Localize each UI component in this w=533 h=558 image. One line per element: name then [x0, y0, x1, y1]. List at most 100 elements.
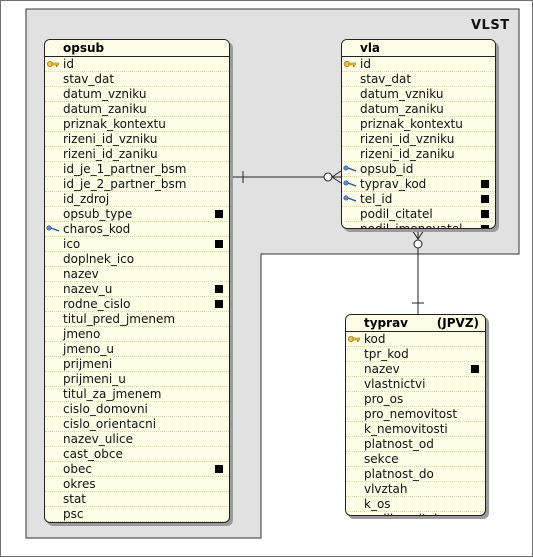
- column-name: opsub_type: [63, 207, 133, 221]
- column-row[interactable]: cast_obce: [45, 447, 229, 462]
- column-row[interactable]: id_je_1_partner_bsm: [45, 162, 229, 177]
- optional-marker: [323, 172, 333, 182]
- column-row[interactable]: platnost_od: [346, 437, 485, 452]
- foreign-key-icon: [343, 195, 357, 202]
- column-row[interactable]: rodne_cislo: [45, 297, 229, 312]
- primary-key-icon: [344, 61, 356, 67]
- column-row[interactable]: obec: [45, 462, 229, 477]
- column-row[interactable]: podil_jmenovatel: [342, 222, 495, 228]
- not-null-marker: [481, 195, 489, 203]
- column-row[interactable]: opsub_type: [45, 207, 229, 222]
- column-row[interactable]: id: [342, 57, 495, 72]
- column-name: k_os: [364, 497, 391, 511]
- foreign-key-icon: [343, 165, 357, 172]
- column-row[interactable]: nazev_ulice: [45, 432, 229, 447]
- column-row[interactable]: rizeni_id_zaniku: [45, 147, 229, 162]
- column-row[interactable]: podil_veritele: [346, 512, 485, 515]
- column-name: titul_pred_jmenem: [63, 312, 176, 326]
- column-row[interactable]: k_os: [346, 497, 485, 512]
- column-row[interactable]: pro_nemovitost: [346, 407, 485, 422]
- column-row[interactable]: datum_zaniku: [342, 102, 495, 117]
- table-header: typrav (JPVZ): [346, 315, 485, 332]
- column-row[interactable]: cislo_orientacni: [45, 417, 229, 432]
- column-row[interactable]: stav_dat: [45, 72, 229, 87]
- column-row[interactable]: k_nemovitosti: [346, 422, 485, 437]
- column-row[interactable]: nazev_u: [45, 282, 229, 297]
- column-name: id_je_1_partner_bsm: [63, 162, 187, 176]
- column-row[interactable]: datum_vzniku: [45, 87, 229, 102]
- column-row[interactable]: tpr_kod: [346, 347, 485, 362]
- column-row[interactable]: tel_id: [342, 192, 495, 207]
- column-name: okres: [63, 477, 96, 491]
- table-header: opsub: [45, 40, 229, 57]
- column-row[interactable]: kod: [346, 332, 485, 347]
- column-name: pro_os: [364, 392, 404, 406]
- column-row[interactable]: nazev: [346, 362, 485, 377]
- column-name: id: [63, 57, 74, 71]
- not-null-marker: [215, 240, 223, 248]
- crowfoot-left: [411, 229, 419, 240]
- column-name: prijmeni: [63, 357, 113, 371]
- column-row[interactable]: psc: [45, 507, 229, 522]
- column-name: nazev_u: [63, 282, 113, 296]
- column-row[interactable]: typrav_kod: [342, 177, 495, 192]
- column-name: tel_id: [360, 192, 393, 206]
- crowfoot-right: [417, 229, 425, 240]
- column-row[interactable]: vlastnictvi: [346, 377, 485, 392]
- column-row[interactable]: podil_citatel: [342, 207, 495, 222]
- column-row[interactable]: jmeno: [45, 327, 229, 342]
- column-row[interactable]: titul_za_jmenem: [45, 387, 229, 402]
- column-name: jmeno_u: [63, 342, 114, 356]
- column-row[interactable]: prijmeni_u: [45, 372, 229, 387]
- column-name: cislo_orientacni: [63, 417, 157, 431]
- column-row[interactable]: cislo_domovni: [45, 402, 229, 417]
- column-row[interactable]: prijmeni: [45, 357, 229, 372]
- column-row[interactable]: stav_dat: [342, 72, 495, 87]
- not-null-marker: [215, 285, 223, 293]
- column-row[interactable]: id: [45, 57, 229, 72]
- column-row[interactable]: datum_vzniku: [342, 87, 495, 102]
- column-name: cislo_domovni: [63, 402, 148, 416]
- column-row[interactable]: stat: [45, 492, 229, 507]
- column-row[interactable]: mestska_cast: [45, 522, 229, 523]
- column-row[interactable]: jmeno_u: [45, 342, 229, 357]
- column-row[interactable]: priznak_kontextu: [342, 117, 495, 132]
- column-row[interactable]: rizeni_id_zaniku: [342, 147, 495, 162]
- column-row[interactable]: platnost_do: [346, 467, 485, 482]
- column-name: nazev_ulice: [63, 432, 133, 446]
- column-name: vlvztah: [364, 482, 408, 496]
- column-row[interactable]: ico: [45, 237, 229, 252]
- column-row[interactable]: charos_kod: [45, 222, 229, 237]
- column-row[interactable]: okres: [45, 477, 229, 492]
- column-row[interactable]: id_je_2_partner_bsm: [45, 177, 229, 192]
- column-row[interactable]: doplnek_ico: [45, 252, 229, 267]
- column-name: rodne_cislo: [63, 297, 131, 311]
- column-name: cast_obce: [63, 447, 123, 461]
- column-name: datum_zaniku: [360, 102, 444, 116]
- column-name: typrav_kod: [360, 177, 427, 191]
- column-row[interactable]: rizeni_id_vzniku: [342, 132, 495, 147]
- column-name: id: [360, 57, 371, 71]
- column-row[interactable]: vlvztah: [346, 482, 485, 497]
- column-row[interactable]: pro_os: [346, 392, 485, 407]
- column-row[interactable]: priznak_kontextu: [45, 117, 229, 132]
- column-row[interactable]: nazev: [45, 267, 229, 282]
- column-name: platnost_do: [364, 467, 434, 481]
- column-row[interactable]: rizeni_id_vzniku: [45, 132, 229, 147]
- column-name: podil_citatel: [360, 207, 433, 221]
- column-row[interactable]: datum_zaniku: [45, 102, 229, 117]
- column-name: podil_veritele: [364, 512, 445, 515]
- column-row[interactable]: id_zdroj: [45, 192, 229, 207]
- column-row[interactable]: sekce: [346, 452, 485, 467]
- schema-label: (JPVZ): [436, 316, 479, 330]
- column-row[interactable]: opsub_id: [342, 162, 495, 177]
- not-null-marker: [215, 210, 223, 218]
- column-row[interactable]: titul_pred_jmenem: [45, 312, 229, 327]
